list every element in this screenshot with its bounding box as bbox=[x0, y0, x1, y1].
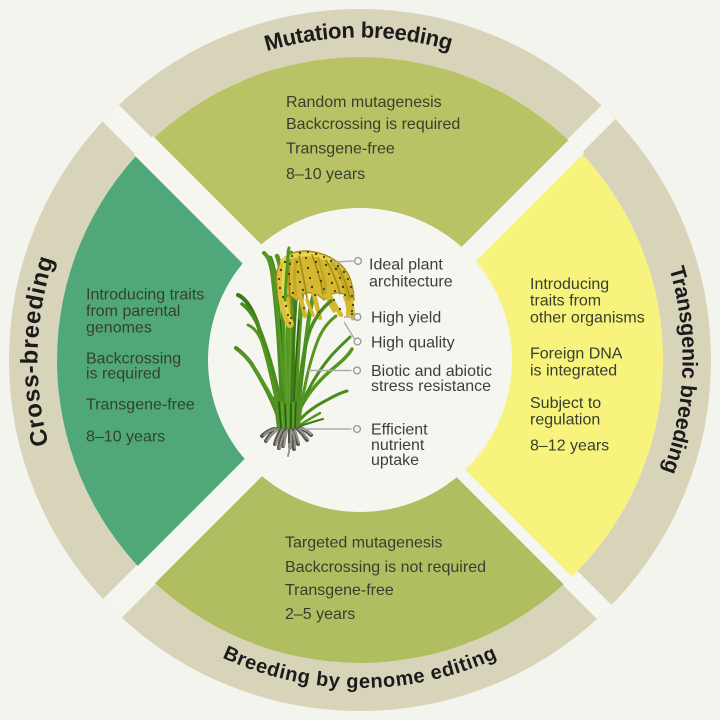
svg-text:High yield: High yield bbox=[371, 310, 441, 327]
svg-text:2–5 years: 2–5 years bbox=[285, 606, 355, 623]
svg-text:genomes: genomes bbox=[86, 320, 152, 337]
svg-text:Random mutagenesis: Random mutagenesis bbox=[286, 94, 442, 111]
svg-text:Backcrossing: Backcrossing bbox=[86, 351, 181, 368]
svg-text:Introducing: Introducing bbox=[530, 276, 609, 293]
svg-text:other organisms: other organisms bbox=[530, 310, 645, 327]
svg-text:regulation: regulation bbox=[530, 412, 600, 429]
svg-text:Transgene-free: Transgene-free bbox=[286, 141, 395, 158]
svg-text:Subject to: Subject to bbox=[530, 395, 601, 412]
svg-text:is required: is required bbox=[86, 366, 161, 383]
svg-text:8–10 years: 8–10 years bbox=[86, 429, 165, 446]
svg-text:8–12 years: 8–12 years bbox=[530, 438, 609, 455]
svg-text:uptake: uptake bbox=[371, 452, 419, 469]
svg-text:nutrient: nutrient bbox=[371, 437, 425, 454]
svg-text:Efficient: Efficient bbox=[371, 422, 428, 439]
svg-text:Backcrossing is not required: Backcrossing is not required bbox=[285, 559, 486, 576]
svg-text:from parental: from parental bbox=[86, 303, 180, 320]
svg-text:High quality: High quality bbox=[371, 335, 455, 352]
svg-text:Foreign DNA: Foreign DNA bbox=[530, 346, 623, 363]
svg-text:is integrated: is integrated bbox=[530, 363, 617, 380]
svg-text:Transgene-free: Transgene-free bbox=[285, 582, 394, 599]
svg-text:Transgene-free: Transgene-free bbox=[86, 397, 195, 414]
svg-text:traits from: traits from bbox=[530, 293, 601, 310]
svg-text:Biotic and abiotic: Biotic and abiotic bbox=[371, 363, 492, 380]
svg-text:8–10 years: 8–10 years bbox=[286, 166, 365, 183]
svg-text:Ideal plant: Ideal plant bbox=[369, 257, 443, 274]
svg-text:Introducing traits: Introducing traits bbox=[86, 287, 204, 304]
svg-text:Targeted mutagenesis: Targeted mutagenesis bbox=[285, 535, 442, 552]
svg-text:stress resistance: stress resistance bbox=[371, 378, 491, 395]
svg-text:Backcrossing is required: Backcrossing is required bbox=[286, 116, 460, 133]
svg-text:architecture: architecture bbox=[369, 274, 453, 291]
